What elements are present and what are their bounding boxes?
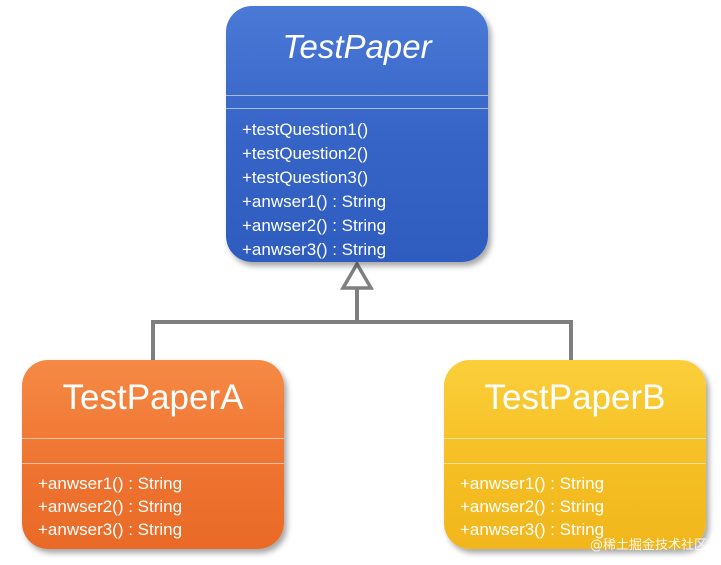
method-item: +anwser2() : String [38, 497, 183, 516]
method-item: +anwser1() : String [460, 474, 605, 493]
method-item: +anwser1() : String [242, 192, 387, 211]
class-name: TestPaperB [484, 378, 666, 417]
inheritance-arrow-icon [339, 260, 375, 290]
method-item: +anwser3() : String [242, 240, 387, 259]
methods-divider [226, 108, 488, 109]
class-box-testpapera[interactable]: TestPaperA +anwser1() : String +anwser2(… [22, 360, 284, 549]
class-name: TestPaperA [62, 378, 244, 417]
method-list: +anwser1() : String +anwser2() : String … [444, 464, 706, 541]
method-item: +anwser1() : String [38, 474, 183, 493]
attributes-divider [226, 95, 488, 96]
method-item: +testQuestion2() [242, 144, 369, 163]
method-list: +anwser1() : String +anwser2() : String … [22, 464, 284, 541]
class-box-testpaperb[interactable]: TestPaperB +anwser1() : String +anwser2(… [444, 360, 706, 549]
attributes-divider [22, 438, 284, 439]
attributes-divider [444, 438, 706, 439]
method-item: +anwser3() : String [38, 520, 183, 539]
class-box-testpaper[interactable]: TestPaper +testQuestion1() +testQuestion… [226, 6, 488, 262]
methods-divider [22, 463, 284, 464]
method-list: +testQuestion1() +testQuestion2() +testQ… [226, 109, 488, 262]
method-item: +anwser2() : String [242, 216, 387, 235]
method-item: +anwser2() : String [460, 497, 605, 516]
method-item: +testQuestion1() [242, 120, 369, 139]
method-item: +testQuestion3() [242, 168, 369, 187]
class-name: TestPaper [282, 28, 432, 65]
method-item: +anwser3() : String [460, 520, 605, 539]
methods-divider [444, 463, 706, 464]
watermark: @稀土掘金技术社区 [589, 538, 707, 553]
